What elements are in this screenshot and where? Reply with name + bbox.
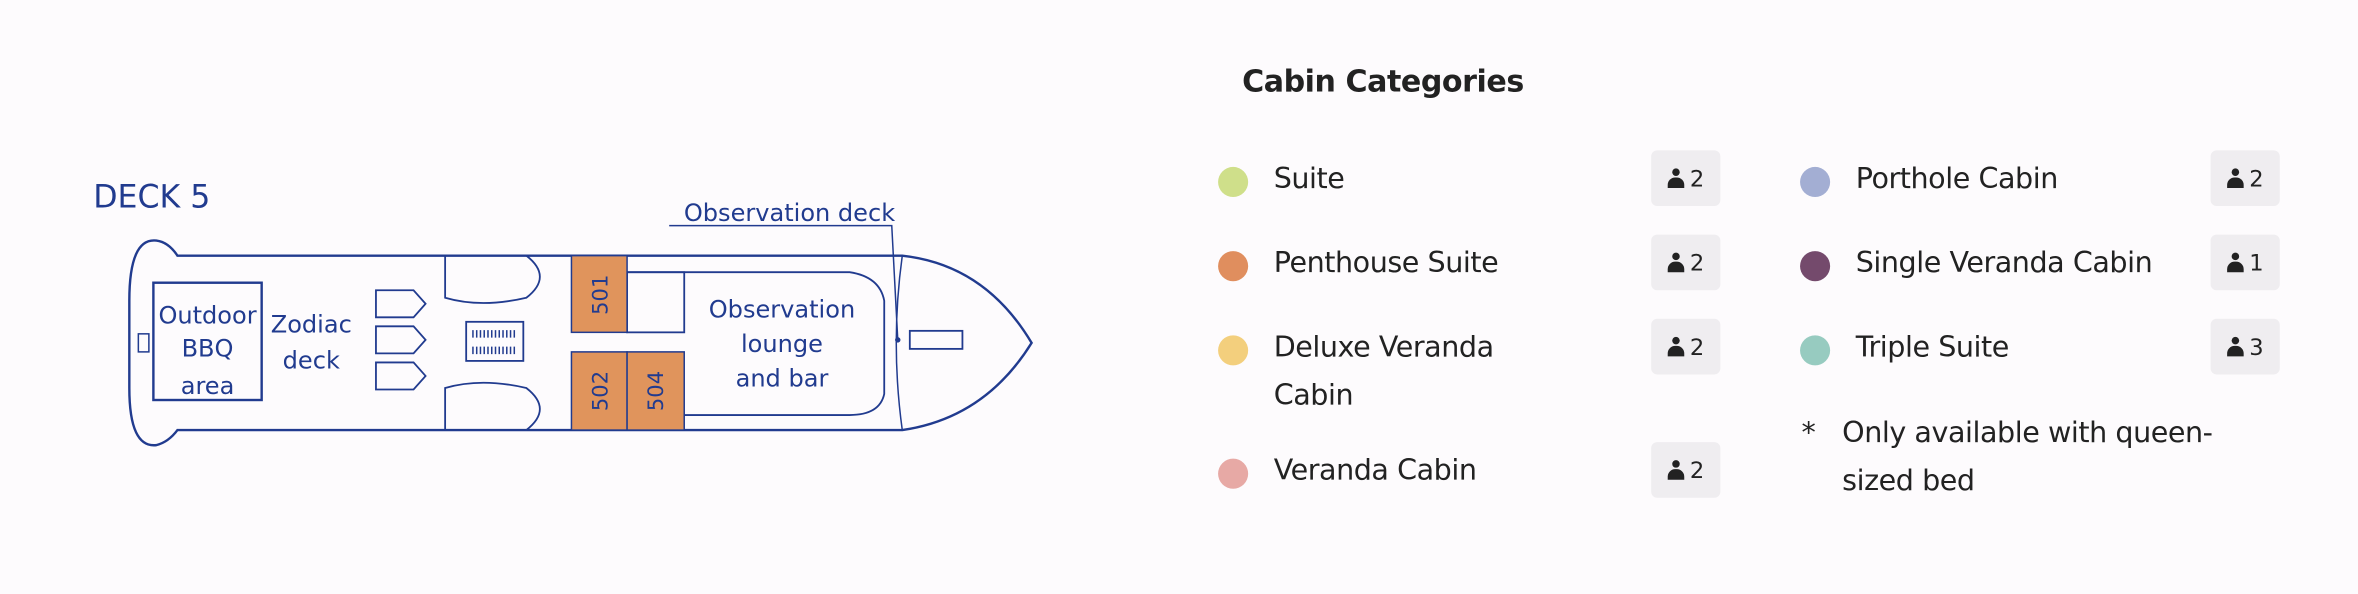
observation-deck-label: Observation deck — [684, 199, 895, 227]
occupancy-badge: 2 — [1651, 234, 1721, 291]
stairs-icon — [465, 320, 525, 362]
person-icon — [1667, 168, 1684, 188]
occupancy-badge: 1 — [2210, 234, 2280, 291]
category-color-dot — [1218, 335, 1249, 366]
cabin-504[interactable]: 504 — [626, 351, 685, 431]
category-label: Suite — [1273, 162, 1345, 196]
cabin-501[interactable]: 501 — [570, 254, 628, 334]
person-icon — [2226, 336, 2244, 357]
legend-item: Single Veranda Cabin — [1800, 247, 2191, 288]
deck-title: DECK 5 — [93, 178, 211, 216]
legend-item: Deluxe Veranda Cabin — [1218, 331, 1624, 420]
ladder-icon — [137, 333, 150, 353]
legend-item: Penthouse Suite — [1218, 247, 1624, 288]
bbq-area — [152, 281, 263, 402]
category-label: Single Veranda Cabin — [1855, 246, 2153, 280]
occupancy-count: 1 — [2249, 248, 2264, 276]
occupancy-badge: 2 — [1651, 150, 1721, 207]
category-color-dot — [1800, 251, 1831, 282]
occupancy-badge: 2 — [1651, 442, 1721, 498]
person-icon — [2226, 168, 2244, 188]
occupancy-count: 2 — [1689, 456, 1705, 484]
occupancy-badge: 3 — [2210, 318, 2280, 375]
occupancy-badge: 2 — [1651, 318, 1721, 375]
tender-bottom — [444, 381, 541, 431]
category-label: Penthouse Suite — [1273, 246, 1499, 280]
legend-item: Veranda Cabin — [1218, 454, 1624, 495]
hull-outline — [128, 239, 1034, 447]
asterisk: * — [1801, 416, 1816, 450]
tender-top — [444, 254, 541, 304]
person-icon — [1667, 336, 1684, 357]
category-color-dot — [1800, 166, 1831, 197]
category-label: Triple Suite — [1855, 330, 2010, 364]
note-text: Only available with queen-sized bed — [1842, 416, 2213, 498]
category-label: Porthole Cabin — [1855, 162, 2059, 196]
category-label: Veranda Cabin — [1273, 454, 1477, 488]
person-icon — [1667, 252, 1684, 273]
legend-item: Suite — [1218, 162, 1624, 203]
legend-title: Cabin Categories — [1242, 63, 1524, 100]
occupancy-count: 3 — [2249, 333, 2264, 361]
queen-bed-note: * Only available with queen-sized bed — [1802, 409, 2264, 505]
cabin-502[interactable]: 502 — [570, 351, 628, 431]
category-color-dot — [1218, 251, 1249, 282]
category-color-dot — [1218, 458, 1249, 489]
legend-item: Porthole Cabin — [1800, 162, 2191, 203]
person-icon — [1667, 460, 1684, 480]
occupancy-count: 2 — [2249, 164, 2264, 192]
legend-item: Triple Suite — [1800, 331, 2191, 372]
lounge-outline — [571, 271, 886, 416]
occupancy-count: 2 — [1689, 164, 1705, 192]
person-icon — [2226, 252, 2244, 273]
svg-text:502: 502 — [588, 371, 613, 411]
category-color-dot — [1800, 335, 1831, 366]
svg-text:504: 504 — [643, 371, 668, 411]
category-label: Deluxe Veranda Cabin — [1273, 330, 1494, 413]
svg-text:501: 501 — [588, 275, 613, 315]
category-color-dot — [1218, 166, 1249, 197]
zodiac-boats — [375, 289, 427, 391]
bow-stairs-icon — [908, 329, 964, 350]
occupancy-count: 2 — [1689, 333, 1705, 361]
occupancy-badge: 2 — [2210, 150, 2280, 207]
observation-leader — [669, 224, 899, 340]
occupancy-count: 2 — [1689, 248, 1705, 276]
